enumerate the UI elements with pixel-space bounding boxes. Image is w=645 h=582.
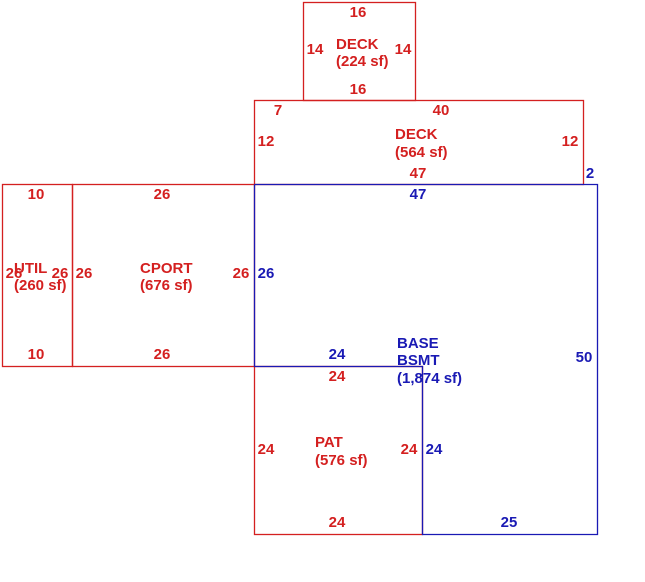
dimension-label: 26 — [154, 186, 171, 203]
dimension-label: 26 — [76, 265, 93, 282]
dimension-label: 25 — [501, 514, 518, 531]
dimension-label: 26 — [52, 265, 69, 282]
area-pat: PAT (576 sf) 24 24 24 24 — [258, 368, 418, 531]
area-base: BASE BSMT (1,874 sf) 2 47 26 50 24 24 25 — [258, 165, 595, 531]
dimension-label: 14 — [307, 41, 324, 58]
dimension-label: 16 — [350, 81, 367, 98]
dimension-label: 10 — [28, 186, 45, 203]
dimension-label: 14 — [395, 41, 412, 58]
dimension-label: 26 — [154, 346, 171, 363]
dimension-label: 47 — [410, 165, 427, 182]
area-name: CPORT — [140, 260, 193, 277]
area-name-line-2: BSMT — [397, 352, 440, 369]
area-name: DECK — [395, 126, 438, 143]
area-cport: CPORT (676 sf) 26 26 26 26 — [76, 186, 250, 363]
dimension-label: 47 — [410, 186, 427, 203]
area-name: PAT — [315, 434, 343, 451]
area-util: UTIL (260 sf) 10 26 26 10 — [6, 186, 69, 363]
area-name: BASE — [397, 335, 439, 352]
dimension-label: 12 — [258, 133, 275, 150]
dimension-label: 26 — [6, 265, 23, 282]
dimension-label: 16 — [350, 4, 367, 21]
dimension-label: 24 — [329, 368, 346, 385]
area-deck-top: DECK (224 sf) 16 14 14 16 — [307, 4, 412, 98]
dimension-label: 26 — [258, 265, 275, 282]
area-size: (1,874 sf) — [397, 370, 462, 387]
dimension-label: 12 — [562, 133, 579, 150]
area-name: UTIL — [14, 260, 47, 277]
area-size: (576 sf) — [315, 452, 368, 469]
area-name: DECK — [336, 36, 379, 53]
dimension-label: 10 — [28, 346, 45, 363]
dimension-label: 7 — [274, 102, 282, 119]
dimension-label: 24 — [258, 441, 275, 458]
dimension-label: 50 — [576, 349, 593, 366]
dimension-label: 26 — [233, 265, 250, 282]
dimension-label: 24 — [401, 441, 418, 458]
dimension-label: 2 — [586, 165, 594, 182]
dimension-label: 40 — [433, 102, 450, 119]
area-size: (676 sf) — [140, 277, 193, 294]
dimension-label: 24 — [329, 346, 346, 363]
area-size: (224 sf) — [336, 53, 389, 70]
area-size: (564 sf) — [395, 144, 448, 161]
living-outlines — [253, 183, 599, 536]
dimension-label: 24 — [426, 441, 443, 458]
base-outline — [253, 183, 599, 536]
area-size: (260 sf) — [14, 277, 67, 294]
dimension-label: 24 — [329, 514, 346, 531]
area-deck-mid: DECK (564 sf) 7 40 12 12 47 — [258, 102, 579, 182]
